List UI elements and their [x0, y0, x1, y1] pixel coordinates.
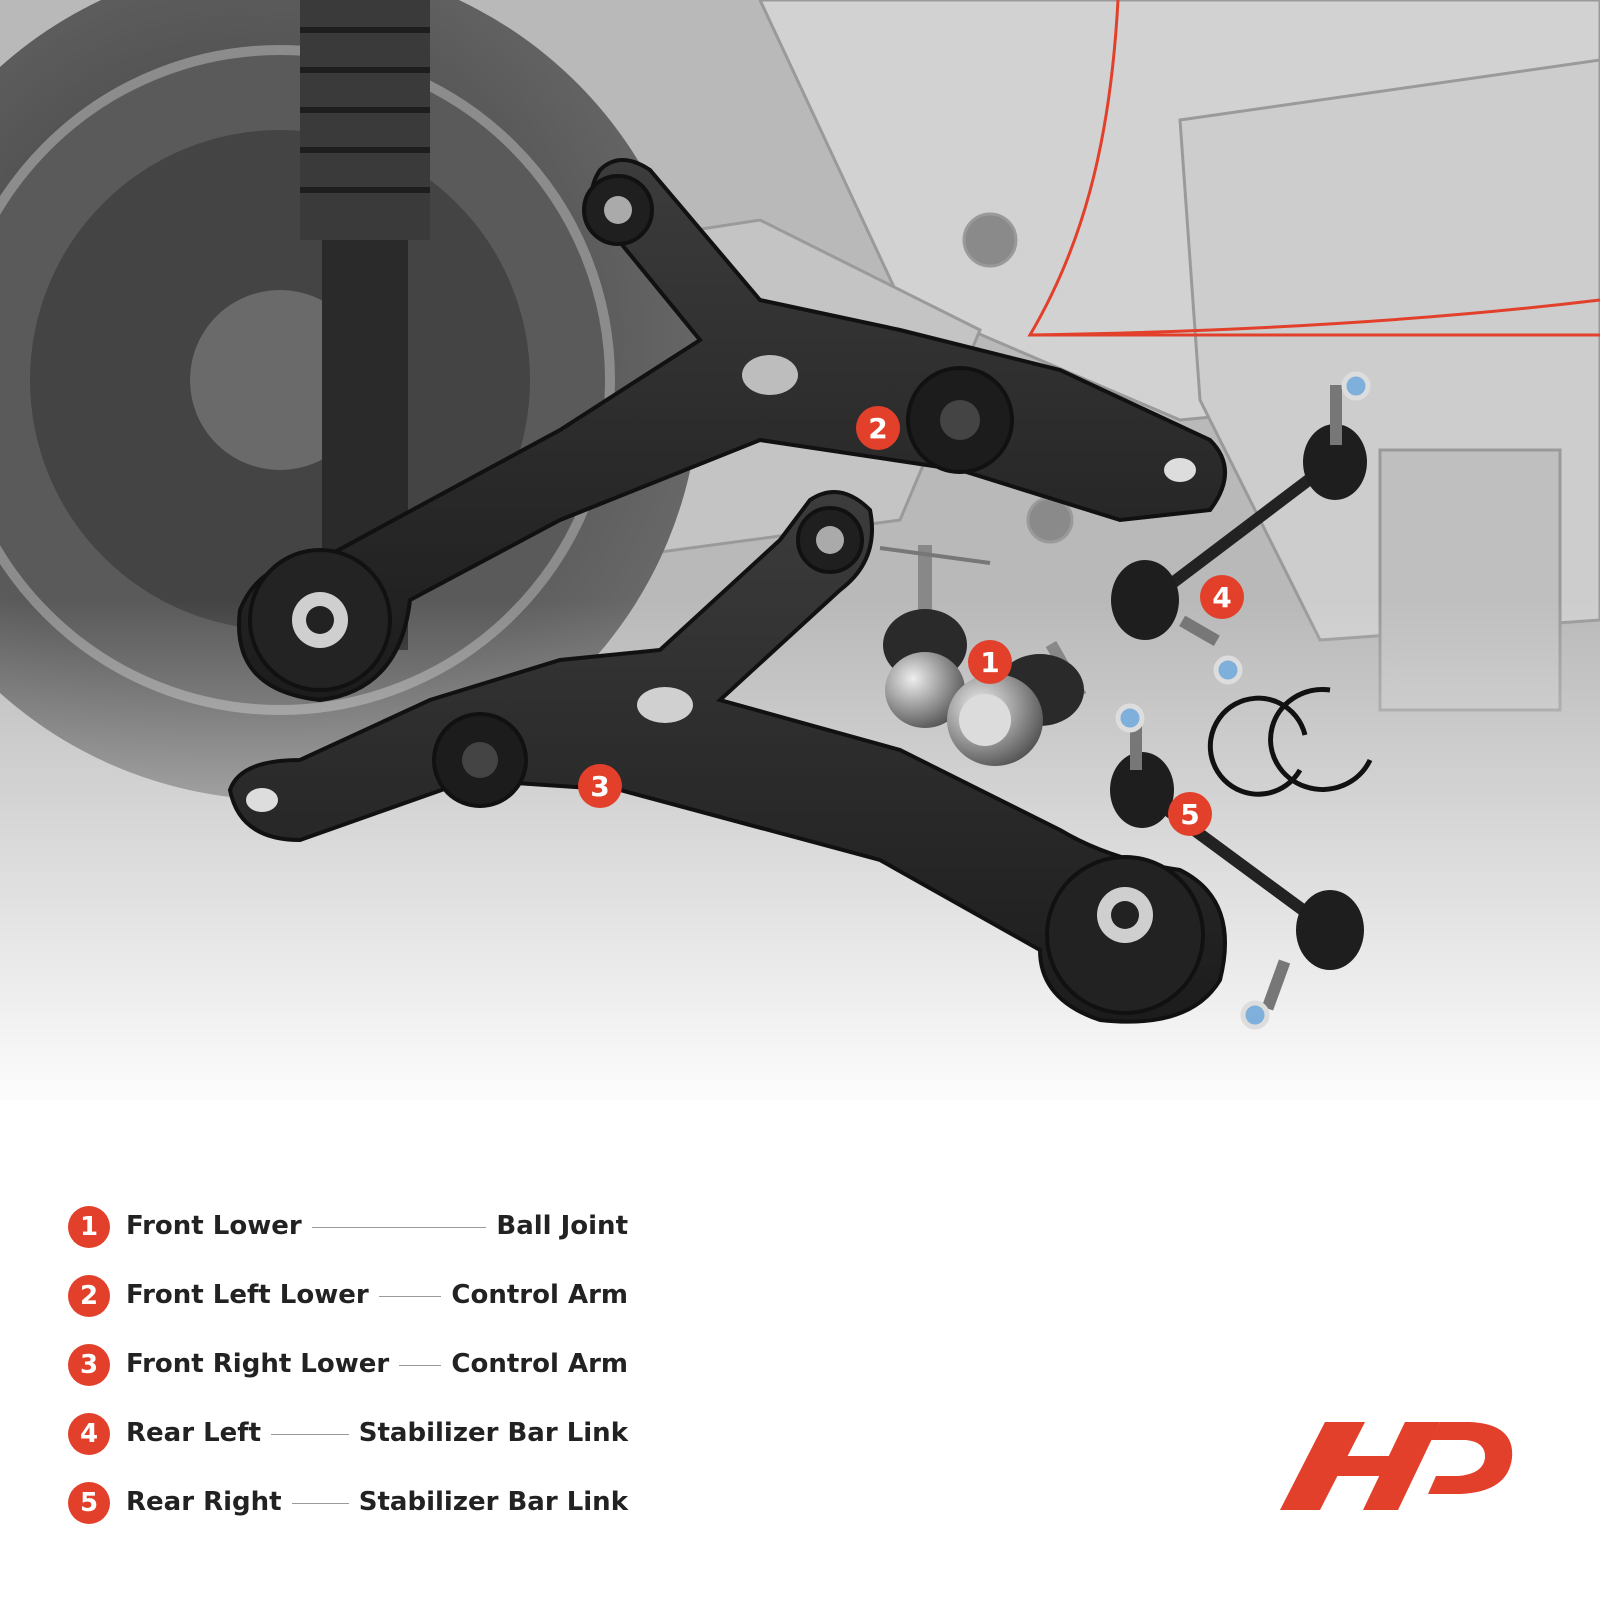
- ball-joint-icon: [879, 545, 1087, 766]
- legend-item: 5 Rear Right Stabilizer Bar Link: [68, 1482, 628, 1524]
- legend-number-badge: 5: [68, 1482, 110, 1524]
- legend-item: 3 Front Right Lower Control Arm: [68, 1344, 628, 1386]
- legend-position: Front Left Lower: [126, 1280, 379, 1310]
- legend-part-name: Control Arm: [441, 1280, 628, 1310]
- legend-position: Front Lower: [126, 1211, 312, 1241]
- legend-item: 2 Front Left Lower Control Arm: [68, 1275, 628, 1317]
- legend-divider: [126, 1227, 628, 1228]
- legend-number-badge: 3: [68, 1344, 110, 1386]
- snap-ring-icon: [1207, 687, 1373, 797]
- highlight-curve: [1027, 0, 1600, 337]
- front-right-control-arm: [227, 490, 1227, 1024]
- legend-number-badge: 4: [68, 1413, 110, 1455]
- legend-position: Rear Right: [126, 1487, 292, 1517]
- legend-part-name: Ball Joint: [486, 1211, 628, 1241]
- legend-part-name: Control Arm: [441, 1349, 628, 1379]
- a-premium-logo-icon: [1280, 1422, 1513, 1510]
- legend-part-name: Stabilizer Bar Link: [348, 1418, 628, 1448]
- background-fade: [0, 600, 1600, 1120]
- front-left-control-arm: [237, 158, 1227, 703]
- legend-number-badge: 1: [68, 1206, 110, 1248]
- parts-legend: 1 Front Lower Ball Joint 2 Front Left Lo…: [68, 1206, 628, 1551]
- callout-3: 3: [578, 764, 622, 808]
- legend-item: 1 Front Lower Ball Joint: [68, 1206, 628, 1248]
- legend-item: 4 Rear Left Stabilizer Bar Link: [68, 1413, 628, 1455]
- legend-part-name: Stabilizer Bar Link: [348, 1487, 628, 1517]
- callout-1: 1: [968, 640, 1012, 684]
- stabilizer-link-icon: [1111, 371, 1371, 685]
- legend-position: Rear Left: [126, 1418, 272, 1448]
- legend-number-badge: 2: [68, 1275, 110, 1317]
- callout-4: 4: [1200, 575, 1244, 619]
- legend-position: Front Right Lower: [126, 1349, 400, 1379]
- callout-2: 2: [856, 406, 900, 450]
- stabilizer-link-icon: [1110, 703, 1364, 1030]
- callout-5: 5: [1168, 792, 1212, 836]
